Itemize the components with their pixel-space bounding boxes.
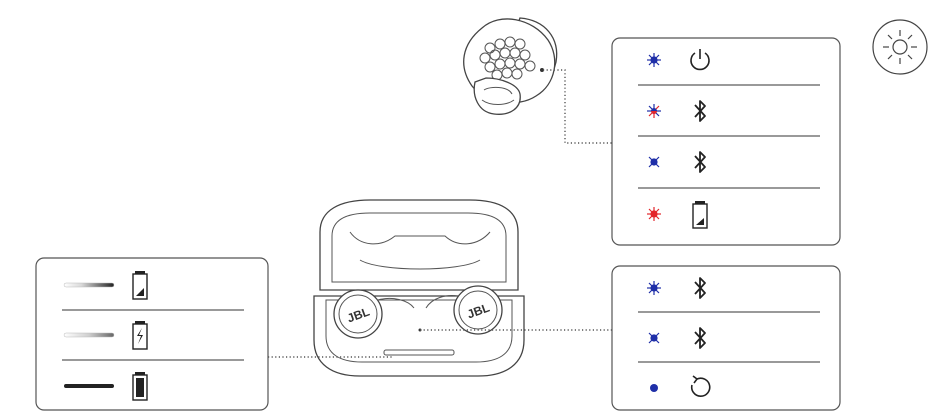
sun-icon bbox=[873, 20, 927, 74]
case-status-panel bbox=[612, 266, 840, 410]
charging-status-panel bbox=[36, 258, 268, 410]
light-bar-breathing-icon bbox=[64, 333, 114, 337]
led-slow-flashing-blue-icon bbox=[649, 157, 659, 167]
light-bar-fading-icon bbox=[64, 283, 114, 287]
earbud-status-panel bbox=[612, 38, 840, 245]
earbud-illustration bbox=[464, 18, 557, 114]
light-bar-solid-icon bbox=[64, 384, 114, 388]
led-flashing-red-icon bbox=[647, 207, 661, 221]
led-slow-flashing-blue-icon bbox=[649, 333, 659, 343]
battery-full-icon bbox=[133, 372, 147, 400]
led-flashing-blue-icon bbox=[647, 53, 661, 67]
earbud-connector-line bbox=[543, 70, 612, 143]
charging-case-illustration: JBL JBL bbox=[314, 200, 524, 376]
led-flashing-blue-icon bbox=[647, 281, 661, 295]
battery-low-icon bbox=[693, 201, 707, 228]
battery-low-icon bbox=[133, 271, 147, 299]
battery-charging-icon bbox=[133, 321, 147, 349]
led-flashing-blue-red-icon bbox=[647, 104, 661, 118]
led-solid-blue-icon bbox=[650, 384, 658, 392]
